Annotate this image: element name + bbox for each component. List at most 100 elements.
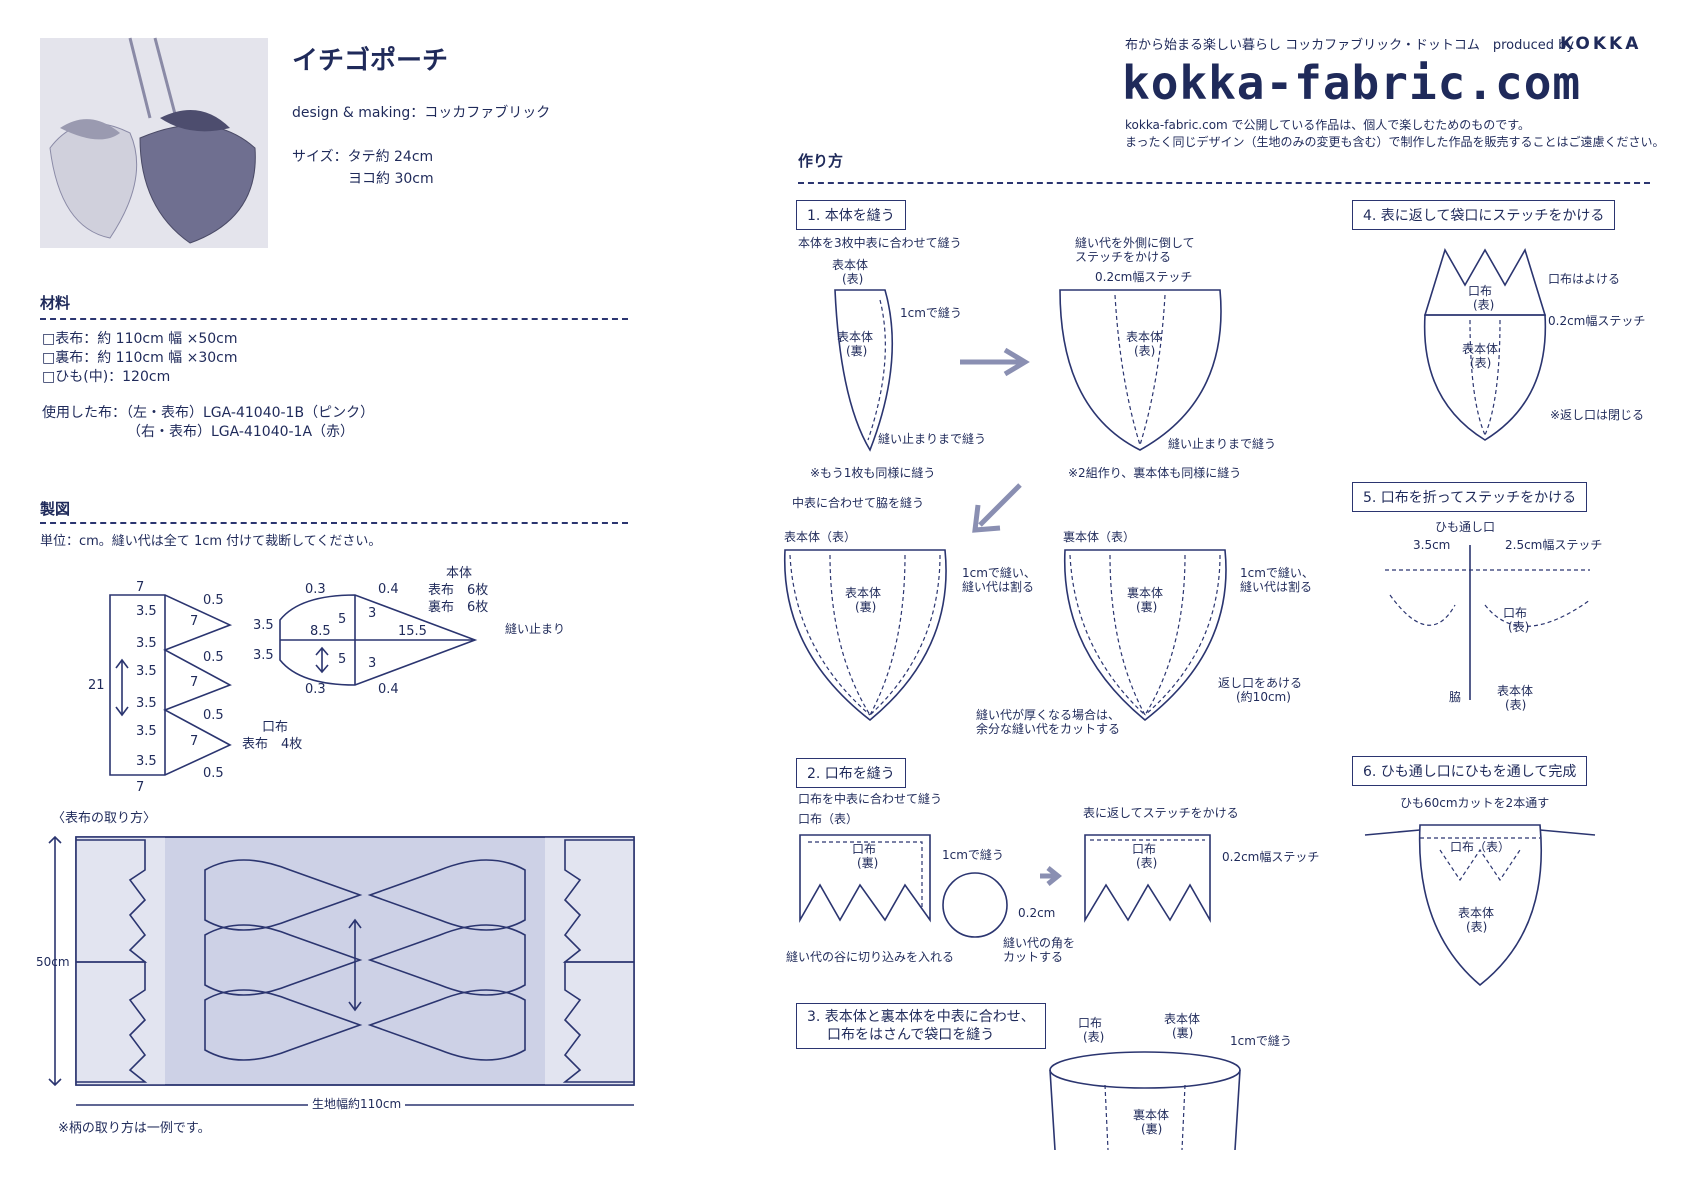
- step-text: (表): [1466, 920, 1488, 934]
- product-photo: [40, 37, 268, 248]
- step-text: 表本体: [832, 258, 869, 272]
- dim-label: 0.3: [305, 682, 326, 697]
- step-text: (裏): [1136, 600, 1158, 614]
- dim-label: 3.5: [136, 724, 157, 739]
- step-2-title: 2. 口布を縫う: [796, 758, 906, 788]
- dim-label: 0.5: [203, 593, 224, 608]
- step-text: (表): [1508, 620, 1530, 634]
- step-text: (裏): [1172, 1026, 1194, 1040]
- step-text: 1cmで縫い、: [1240, 566, 1314, 580]
- piece-label: 本体: [446, 566, 473, 581]
- step-text: 表に返してステッチをかける: [1083, 806, 1239, 820]
- step-text: 縫い止まりまで縫う: [1168, 437, 1277, 451]
- step-text: カットする: [1003, 950, 1064, 964]
- step-text: 口布: [1132, 842, 1157, 856]
- step-text: 表本体: [1462, 342, 1499, 356]
- piece-label: 口布: [262, 720, 289, 735]
- piece-label: 表布 4枚: [242, 737, 303, 752]
- layout-note: ※柄の取り方は一例です。: [58, 1121, 211, 1136]
- step-text: 1cmで縫う: [1230, 1034, 1292, 1048]
- pattern-heading: 製図: [40, 500, 71, 518]
- step-text: 表本体: [1497, 684, 1534, 698]
- dim-label: 5: [338, 652, 347, 667]
- material-item: □裏布：約 110cm 幅 ×30cm: [42, 350, 238, 366]
- step-text: (表): [1470, 356, 1492, 370]
- step-3-line-1: 3. 表本体と裏本体を中表に合わせ、: [807, 1009, 1035, 1025]
- dim-label: 0.4: [378, 682, 399, 697]
- step-text: 表本体: [1126, 330, 1163, 344]
- step-text: 縫い代は割る: [1240, 580, 1313, 594]
- step-6-title: 6. ひも通し口にひもを通して完成: [1352, 756, 1588, 786]
- material-item: □ひも(中)：120cm: [42, 369, 171, 385]
- dim-label: 3.5: [253, 648, 274, 663]
- step-text: 0.2cm幅ステッチ: [1548, 314, 1646, 328]
- step-3-title: 3. 表本体と裏本体を中表に合わせ、 口布をはさんで袋口を縫う: [796, 1003, 1046, 1050]
- step-text: 縫い代が厚くなる場合は、: [976, 708, 1121, 722]
- howto-heading: 作り方: [798, 152, 844, 170]
- step-text: 裏本体: [1127, 586, 1164, 600]
- step-text: 0.2cm幅ステッチ: [1095, 270, 1193, 284]
- step-text: ひも60cmカットを2本通す: [1400, 796, 1550, 810]
- dim-label: 0.5: [203, 708, 224, 723]
- step-text: 0.2cm幅ステッチ: [1222, 850, 1320, 864]
- step-5-title: 5. 口布を折ってステッチをかける: [1352, 482, 1588, 512]
- height-label: 50cm: [36, 955, 70, 969]
- step-text: 縫い止まりまで縫う: [878, 432, 987, 446]
- size-width: ヨコ約 30cm: [348, 171, 434, 187]
- step-text: 0.2cm: [1018, 906, 1056, 920]
- step-text: 中表に合わせて脇を縫う: [792, 496, 925, 510]
- step-text: (表): [1083, 1030, 1105, 1044]
- dim-label: 7: [190, 614, 199, 629]
- step-text: ひも通し口: [1435, 520, 1496, 534]
- tagline: 布から始まる楽しい暮らし コッカファブリック・ドットコム produced by: [1125, 38, 1575, 53]
- material-item: □表布：約 110cm 幅 ×50cm: [42, 331, 238, 347]
- step-text: 縫い代の谷に切り込みを入れる: [786, 950, 955, 964]
- dim-label: 3.5: [136, 636, 157, 651]
- width-label: 生地幅約110cm: [308, 1097, 406, 1112]
- step-text: ※2組作り、裏本体も同様に縫う: [1068, 466, 1242, 480]
- dim-label: 3.5: [136, 664, 157, 679]
- dim-label: 0.5: [203, 766, 224, 781]
- dim-label: 3.5: [253, 618, 274, 633]
- step-text: 口布を中表に合わせて縫う: [798, 792, 943, 806]
- step-text: (表): [1136, 856, 1158, 870]
- divider: [40, 522, 628, 524]
- used-fabric: 使用した布：（左・表布）LGA-41040-1B（ピンク）: [42, 405, 375, 421]
- step-text: 表本体（表）: [784, 530, 857, 544]
- step-text: (裏): [855, 600, 877, 614]
- dim-label: 0.5: [203, 650, 224, 665]
- step-text: (裏): [857, 856, 879, 870]
- step-text: 裏本体（表）: [1063, 530, 1136, 544]
- piece-label: 縫い止まり: [505, 622, 566, 636]
- step-text: (表): [1134, 344, 1156, 358]
- step-text: ※もう1枚も同様に縫う: [810, 466, 936, 480]
- step-text: 本体を3枚中表に合わせて縫う: [798, 236, 962, 250]
- materials-heading: 材料: [40, 294, 71, 312]
- layout-caption: 〈表布の取り方〉: [52, 811, 157, 826]
- dim-label: 21: [88, 678, 105, 693]
- step-text: 1cmで縫う: [942, 848, 1004, 862]
- step-text: 縫い代を外側に倒して: [1075, 236, 1195, 250]
- divider: [798, 182, 1650, 184]
- dim-label: 3: [368, 606, 377, 621]
- dim-label: 15.5: [398, 624, 427, 639]
- dim-label: 3.5: [136, 696, 157, 711]
- dim-label: 7: [136, 580, 145, 595]
- site-logo: kokka-fabric.com: [1122, 56, 1582, 110]
- step-text: (裏): [1141, 1122, 1163, 1136]
- step-text: 口布（表）: [1450, 840, 1511, 854]
- dim-label: 7: [190, 734, 199, 749]
- step-text: 1cmで縫い、: [962, 566, 1036, 580]
- step-text: ※返し口は閉じる: [1550, 408, 1645, 422]
- dim-label: 7: [190, 675, 199, 690]
- dim-label: 0.3: [305, 582, 326, 597]
- dim-label: 3.5: [136, 754, 157, 769]
- step-text: 口布: [1468, 284, 1493, 298]
- dim-label: 3.5: [136, 604, 157, 619]
- step-text: 脇: [1449, 690, 1462, 704]
- notice-2: まったく同じデザイン（生地のみの変更も含む）で制作した作品を販売することはご遠慮…: [1125, 135, 1665, 149]
- used-fabric: （右・表布）LGA-41040-1A（赤）: [127, 424, 355, 440]
- step-text: 表本体: [1458, 906, 1495, 920]
- step-text: 1cmで縫う: [900, 306, 962, 320]
- step-text: 口布（表）: [798, 812, 859, 826]
